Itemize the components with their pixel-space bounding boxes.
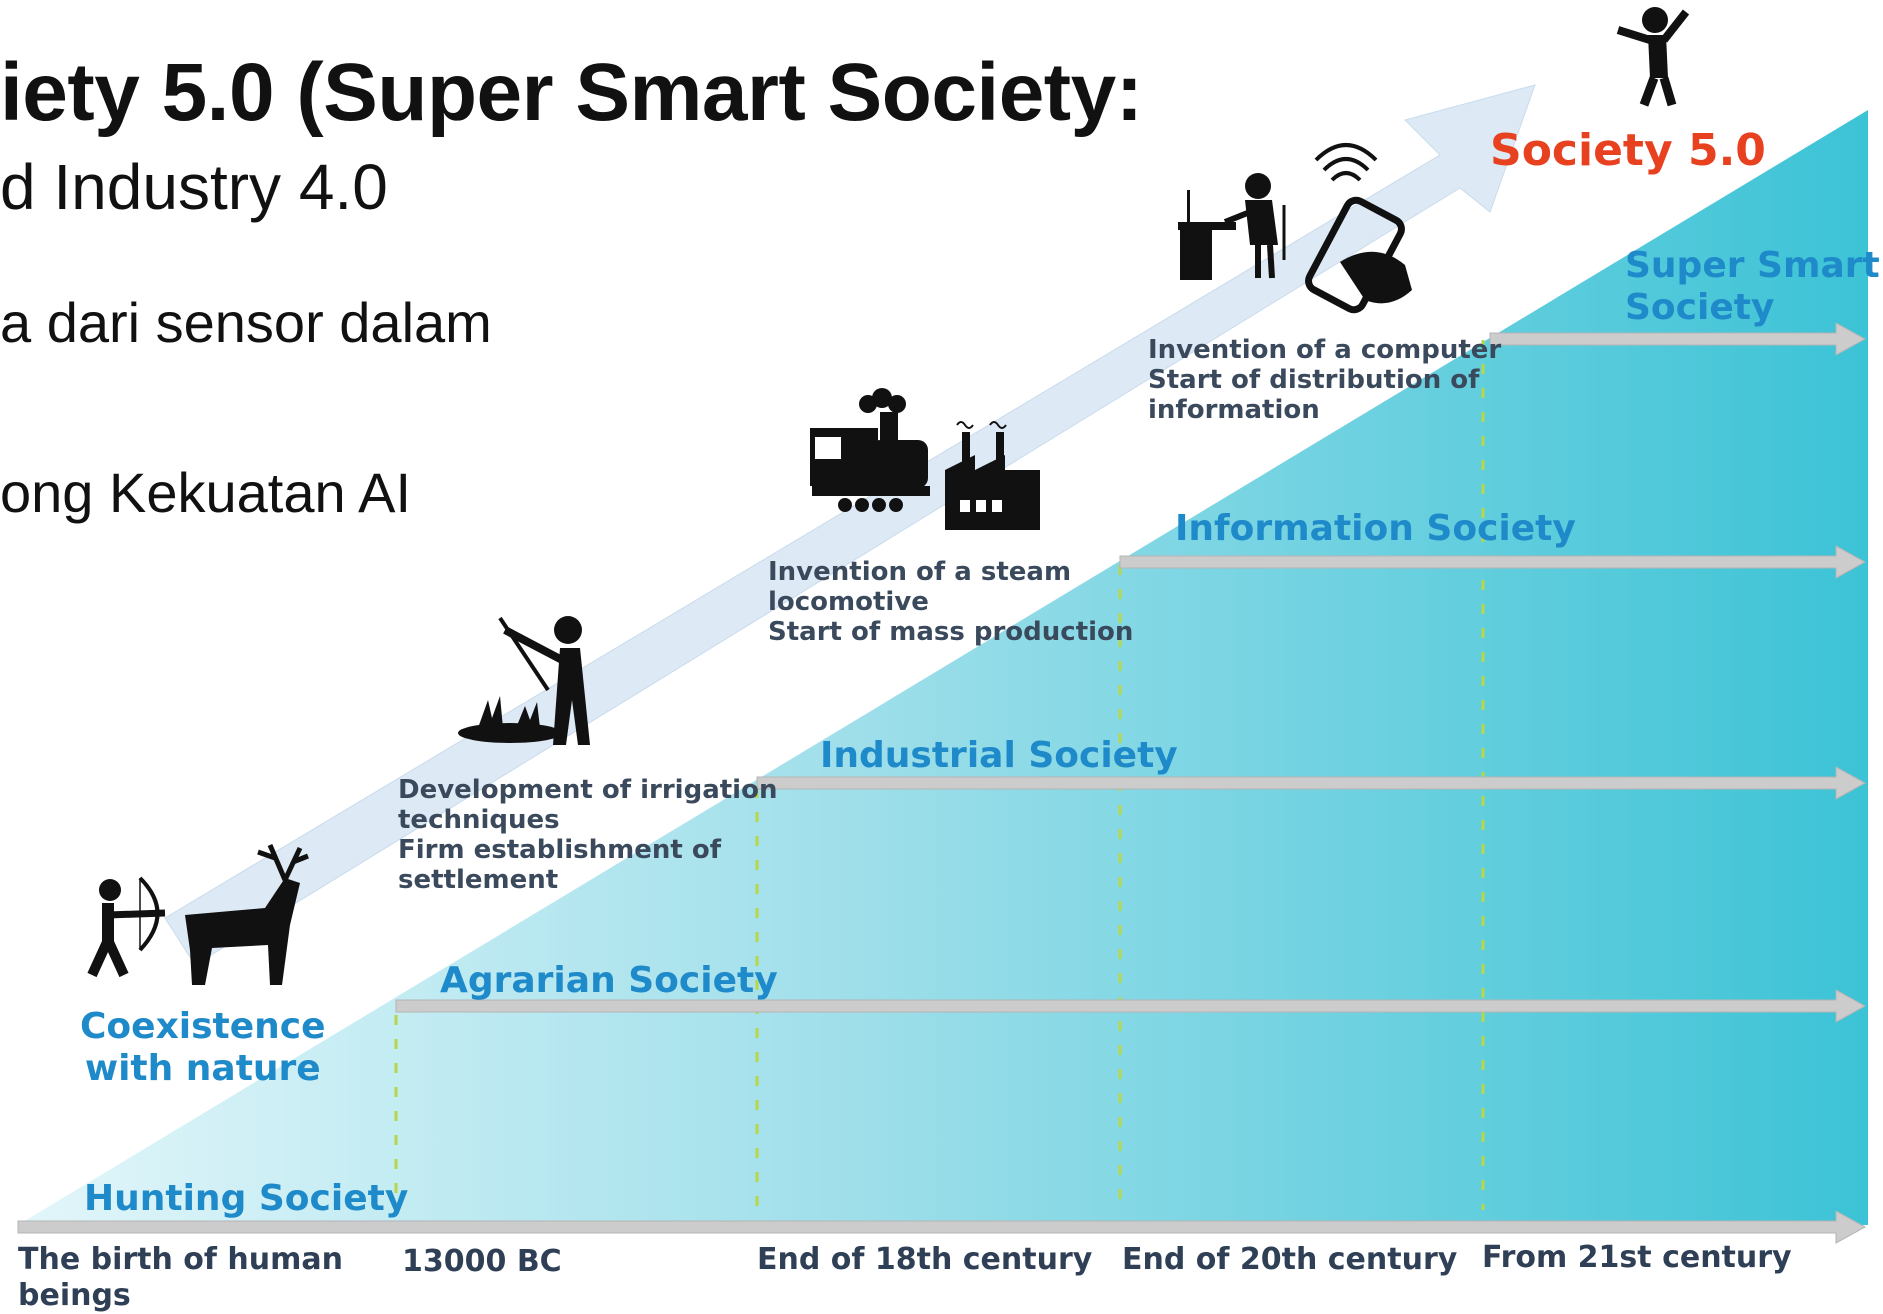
information-description: Invention of a computer Start of distrib… [1148,335,1501,425]
hunting-description: Coexistence with nature [80,1006,326,1090]
timeline-label-13000bc: 13000 BC [402,1244,562,1279]
super-smart-line-2: Society [1625,287,1775,328]
industrial-desc-line-1: Invention of a steam [768,557,1072,587]
timeline-label-18th: End of 18th century [757,1242,1093,1277]
agrarian-description: Development of irrigation techniques Fir… [398,775,777,895]
celebrating-person-icon [1616,7,1690,107]
society-label-hunting: Hunting Society [84,1178,409,1219]
slide-subtitle-1: d Industry 4.0 [0,151,388,223]
industrial-arrow [756,766,1867,800]
information-desc-line-2: Start of distribution of [1148,365,1480,395]
plant-icon [458,696,562,743]
industrial-desc-line-3: Start of mass production [768,617,1134,647]
timeline-birth-line-1: The birth of human [18,1242,343,1277]
timeline-label-birth: The birth of human beings [18,1242,343,1314]
hunting-description-line-2: with nature [84,1048,321,1089]
agrarian-desc-line-3: Firm establishment of [398,835,722,865]
deer-icon [185,844,309,985]
agrarian-desc-line-4: settlement [398,865,559,895]
agrarian-arrow [395,989,1867,1023]
computer-desk-worker-icon [1178,173,1286,280]
agrarian-desc-line-2: techniques [398,805,560,835]
society-5-label: Society 5.0 [1490,125,1766,176]
steam-locomotive-icon [810,388,930,512]
timeline-birth-line-2: beings [18,1278,131,1313]
slide-title: iety 5.0 (Super Smart Society: [0,47,1143,138]
industrial-description: Invention of a steam locomotive Start of… [768,557,1133,647]
society-label-information: Information Society [1175,508,1576,549]
timeline-label-20th: End of 20th century [1122,1242,1458,1277]
agrarian-desc-line-1: Development of irrigation [398,775,778,805]
super-smart-arrow [1489,322,1867,356]
information-desc-line-3: information [1148,395,1320,425]
slide-subtitle-2: a dari sensor dalam [0,291,492,354]
slide-subtitle-3: ong Kekuatan AI [0,461,412,524]
society-label-agrarian: Agrarian Society [440,960,778,1001]
archer-icon [87,876,166,978]
factory-icon [945,421,1040,530]
society-label-super-smart: Super Smart Society [1625,245,1880,329]
society-label-industrial: Industrial Society [820,735,1178,776]
information-desc-line-1: Invention of a computer [1148,335,1502,365]
society-arrows [17,322,1867,1244]
super-smart-line-1: Super Smart [1625,245,1880,286]
era-separators [394,340,1485,1210]
industrial-desc-line-2: locomotive [768,587,929,617]
timeline-label-21st: From 21st century [1482,1240,1792,1275]
information-arrow [1119,545,1867,579]
progress-arrow [164,84,1536,966]
growth-wedge [18,110,1868,1225]
hunting-description-line-1: Coexistence [80,1006,326,1047]
farmer-hoe-icon [498,616,590,745]
timeline-arrow [17,1210,1867,1244]
smartphone-hand-icon [1305,143,1412,314]
